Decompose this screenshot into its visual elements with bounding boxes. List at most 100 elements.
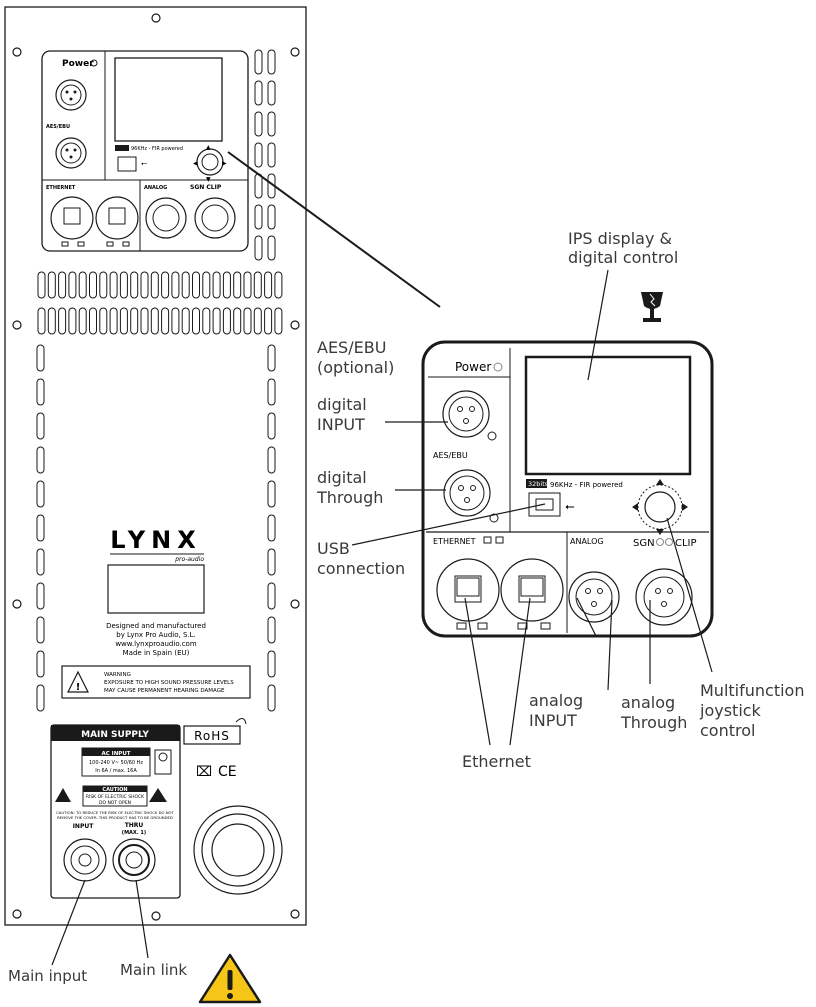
usb-icon: ⭠	[565, 499, 575, 513]
callout-labels: IPS display & digital control AES/EBU (o…	[8, 229, 804, 985]
vent-slot	[267, 548, 276, 576]
vent-slot	[78, 307, 87, 335]
vent-slot	[171, 271, 180, 299]
vent-slot	[119, 271, 128, 299]
ground-icon	[154, 749, 172, 775]
manufacturer-line: Made in Spain (EU)	[123, 649, 190, 657]
vent-slot	[140, 271, 149, 299]
sgn-clip-label: SGN CLIP	[190, 184, 222, 191]
vent-slot	[47, 271, 56, 299]
detail-aes-label: AES/EBU	[433, 451, 468, 460]
callout-ips-display: IPS display &	[568, 229, 672, 248]
vent-slot	[150, 271, 159, 299]
manufacturer-line: www.lynxproaudio.com	[115, 640, 197, 648]
vent-slot	[99, 271, 108, 299]
caution-line: DO NOT OPEN	[99, 800, 131, 806]
vent-slot	[36, 344, 45, 372]
screw-holes	[12, 13, 300, 921]
weee-bin-icon: ⌧	[196, 764, 212, 780]
vent-slot	[109, 271, 118, 299]
main-link-connector	[112, 838, 156, 882]
vent-slot	[150, 307, 159, 335]
vent-slot	[253, 307, 262, 335]
vent-slot	[99, 307, 108, 335]
rohs-mark: RoHS	[194, 729, 230, 743]
vent-slot	[222, 307, 231, 335]
vent-slot	[78, 271, 87, 299]
caution-note: REMOVE THE COVER. THIS PRODUCT HAS TO BE…	[57, 815, 173, 820]
vent-slot	[36, 582, 45, 610]
vent-slot	[267, 344, 276, 372]
vent-slot	[254, 80, 263, 106]
vent-slot	[253, 271, 262, 299]
vent-slot	[47, 307, 56, 335]
callout-main-input: Main input	[8, 967, 87, 985]
brand-logo: LYNX	[110, 526, 202, 554]
ips-screen	[114, 57, 223, 142]
callout-joystick: joystick	[699, 701, 762, 720]
vent-slot	[267, 412, 276, 440]
vent-slot	[36, 650, 45, 678]
callout-analog-through: analog	[621, 693, 675, 712]
vent-slot	[267, 49, 276, 75]
digital-through-xlr	[443, 469, 491, 517]
usb-port	[528, 492, 561, 517]
main-supply-plate: MAIN SUPPLY AC INPUT 100-240 V~ 50/60 Hz…	[50, 724, 181, 899]
callout-digital-through: Through	[316, 488, 383, 507]
vent-slot	[233, 271, 242, 299]
vent-slot	[36, 378, 45, 406]
callout-analog-input: analog	[529, 691, 583, 710]
warning-line: EXPOSURE TO HIGH SOUND PRESSURE LEVELS	[104, 680, 234, 686]
callout-analog-input: INPUT	[529, 711, 577, 730]
vent-slots	[36, 49, 283, 712]
vent-slot	[254, 204, 263, 230]
rear-panel: Power AES/EBU 96KHz - FIR powered ⭠ ▲▼ ◀…	[4, 6, 307, 926]
callout-joystick: control	[700, 721, 755, 740]
vent-slot	[37, 307, 46, 335]
callout-digital-input: digital	[317, 395, 367, 414]
fir-badge: 32bits	[528, 480, 549, 488]
vent-slot	[264, 271, 273, 299]
callout-main-link: Main link	[120, 961, 187, 979]
svg-text:◀: ◀	[193, 160, 198, 167]
vent-slot	[202, 307, 211, 335]
vent-slot	[36, 616, 45, 644]
vent-slot	[254, 49, 263, 75]
vent-slot	[58, 307, 67, 335]
callout-lines	[51, 269, 713, 966]
vent-slot	[254, 235, 263, 261]
callout-joystick: Multifunction	[700, 681, 804, 700]
compliance-marks: RoHS ⌧ CE	[183, 718, 247, 780]
power-label: Power	[62, 59, 94, 69]
svg-text:!: !	[76, 682, 81, 693]
vent-slot	[254, 111, 263, 137]
thru-sub: (MAX. 1)	[122, 830, 146, 836]
warning-line: WARNING	[104, 672, 131, 678]
vent-slot	[267, 616, 276, 644]
vent-slot	[243, 307, 252, 335]
callout-digital-through: digital	[317, 468, 367, 487]
fragile-glass-icon	[641, 292, 663, 322]
vent-slot	[267, 235, 276, 261]
warning-box: ! WARNING EXPOSURE TO HIGH SOUND PRESSUR…	[61, 665, 251, 699]
vent-slot	[267, 142, 276, 168]
vent-slot	[212, 307, 221, 335]
vent-slot	[274, 271, 283, 299]
joystick	[196, 148, 224, 176]
vent-slot	[119, 307, 128, 335]
detail-clip-label: CLIP	[675, 538, 697, 549]
caution-line: RISK OF ELECTRIC SHOCK	[86, 794, 145, 800]
vent-slot	[36, 548, 45, 576]
detail-analog-label: ANALOG	[570, 537, 604, 546]
ac-input-line: 100-240 V~ 50/60 Hz	[89, 760, 143, 766]
manufacturer-info: Designed and manufactured by Lynx Pro Au…	[106, 622, 206, 657]
digital-input-xlr	[442, 390, 490, 438]
main-supply-title: MAIN SUPPLY	[81, 730, 149, 740]
callout-aes-optional: (optional)	[317, 358, 394, 377]
manufacturer-line: by Lynx Pro Audio, S.L.	[116, 631, 196, 639]
detail-ips-screen	[524, 355, 692, 476]
vent-slot	[192, 307, 200, 335]
vent-slot	[267, 111, 276, 137]
vent-slot	[181, 271, 190, 299]
